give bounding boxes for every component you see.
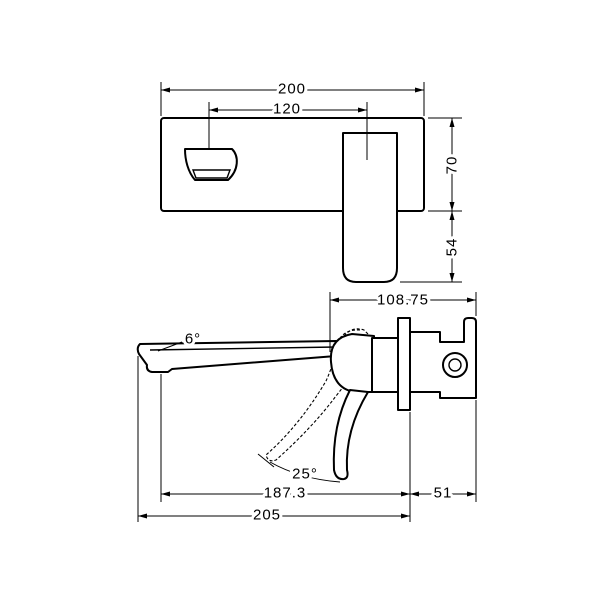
handle-lever-side [332,389,369,481]
body-housing [371,337,399,393]
dimension-handle-projection: 108.75 [377,292,429,309]
dimension-spout-reach: 187.3 [264,485,307,502]
rear-fitting-inner [448,358,462,372]
rear-fitting-ring [442,352,468,378]
spout-angle-reference-line [157,341,183,352]
spout-outlet-body [184,148,238,181]
side-view: 6° 25° 108.75 187.3 51 205 [136,289,477,527]
handle-cap-side [329,333,375,393]
wall-flange [397,317,411,411]
handle-rotated-cap-outline [343,328,373,339]
rear-body [409,317,477,399]
dimension-handle-drop: 54 [444,238,461,257]
spout-angle-label: 6° [185,331,201,348]
dimension-centres: 120 [273,101,301,118]
dimension-overall-length: 205 [253,507,281,524]
front-view: 200 120 70 54 [160,78,464,283]
dimension-body-depth: 51 [434,485,453,502]
handle-angle-arc [269,461,341,483]
spout-outlet [184,148,238,181]
dimension-overall-width: 200 [278,81,306,98]
handle-angle-tick [257,453,275,468]
spout-side [136,340,337,373]
handle-front [342,132,398,283]
handle-angle-label: 25° [292,466,318,483]
spout-aerator [191,169,232,179]
dimension-plate-height: 70 [444,156,461,175]
spout-top-edge [149,346,337,351]
